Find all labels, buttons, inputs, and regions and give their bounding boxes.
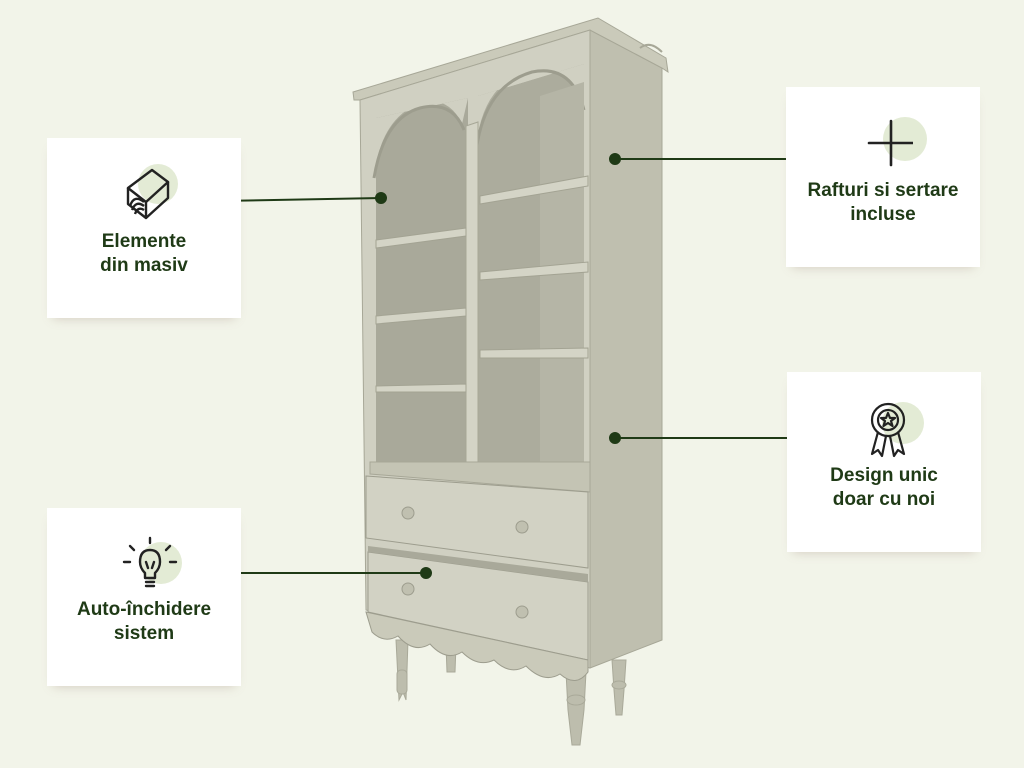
cabinet-side-panel	[589, 29, 663, 669]
wood-log-icon	[104, 160, 184, 230]
feature-card-auto-close: Auto-închidere sistem	[47, 508, 241, 686]
feature-label-auto-close: Auto-închidere sistem	[76, 599, 212, 644]
feature-card-shelves: Rafturi si sertare incluse	[786, 87, 980, 267]
connector-lines	[217, 153, 810, 579]
feature-label-shelves: Rafturi si sertare incluse	[807, 180, 959, 225]
feature-label-solid-wood: Elemente din masiv	[100, 231, 188, 276]
right-shelves	[479, 175, 589, 359]
cabinet-scalloped-apron	[365, 611, 589, 681]
feature-label-unique-design: Design unic doar cu noi	[830, 465, 938, 510]
plus-icon	[843, 109, 927, 179]
cabinet-top	[352, 17, 669, 101]
cabinet-center-divider	[465, 121, 479, 467]
feature-card-solid-wood: Elemente din masiv	[47, 138, 241, 318]
light-bulb-icon	[104, 528, 184, 598]
drawer-upper	[365, 475, 589, 569]
award-rosette-icon	[844, 394, 924, 464]
feature-card-unique-design: Design unic doar cu noi	[787, 372, 981, 552]
left-shelves	[375, 227, 467, 393]
